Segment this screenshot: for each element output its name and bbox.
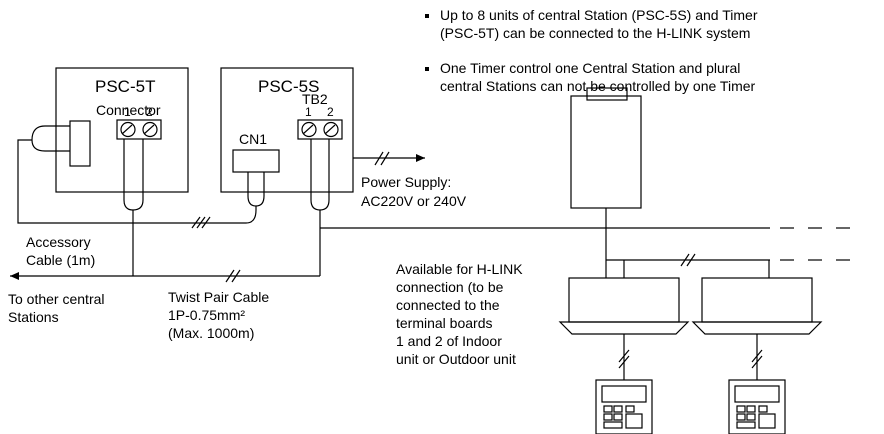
bullet-icon [425, 67, 429, 71]
remote-controller-2 [728, 379, 786, 434]
tb2-terminal-2-label: 2 [327, 105, 334, 119]
outdoor-unit [570, 95, 642, 209]
tb2-wire-pair [310, 139, 330, 211]
psc5t-wire-pair [123, 139, 144, 211]
psc5t-connector [69, 120, 91, 167]
tb2-terminal-2 [323, 121, 339, 138]
indoor-unit-1 [568, 277, 680, 323]
tb2-label: TB2 [302, 91, 328, 107]
hlink-note-line5: 1 and 2 of Indoor [396, 333, 502, 349]
remote-controller-1 [595, 379, 653, 434]
cn1-wire-pair [247, 172, 265, 207]
note1-line2: (PSC-5T) can be connected to the H-LINK … [440, 25, 750, 41]
psc5t-box [55, 67, 189, 193]
note2-line2: central Stations can not be controlled b… [440, 78, 756, 94]
twist-pair-label: Twist Pair Cable [168, 289, 269, 305]
tb2-terminal-block [297, 119, 343, 140]
indoor-unit-2 [701, 277, 813, 323]
psc5t-terminal-2-label: 2 [146, 105, 153, 119]
psc5t-terminal-2 [142, 121, 158, 138]
power-supply-voltage: AC220V or 240V [361, 193, 467, 209]
other-stations-line2: Stations [8, 309, 59, 325]
bullet-icon [425, 14, 429, 18]
psc5s-title: PSC-5S [258, 77, 319, 96]
psc5s-box [220, 67, 354, 193]
other-stations-line1: To other central [8, 291, 105, 307]
tb2-terminal-1-label: 1 [305, 105, 312, 119]
outdoor-unit-top [586, 87, 628, 101]
hlink-note-line1: Available for H-LINK [396, 261, 523, 277]
hlink-note-line2: connection (to be [396, 279, 504, 295]
psc5t-terminal-block [116, 119, 162, 140]
hlink-note-line4: terminal boards [396, 315, 493, 331]
cn1-label: CN1 [239, 131, 267, 147]
indoor-unit-1-panel [558, 321, 690, 335]
accessory-cable [17, 139, 257, 224]
hlink-note-line3: connected to the [396, 297, 500, 313]
cn1-connector [232, 149, 280, 173]
note1-line1: Up to 8 units of central Station (PSC-5S… [440, 7, 758, 23]
connector-loop [31, 125, 70, 152]
tb2-terminal-1 [301, 121, 317, 138]
hlink-note-line6: unit or Outdoor unit [396, 351, 516, 367]
accessory-cable-label: Accessory [26, 234, 91, 250]
connector-label: Connector [96, 102, 161, 118]
twist-pair-size: 1P-0.75mm² [168, 307, 245, 323]
psc5t-title: PSC-5T [95, 77, 155, 96]
psc5t-terminal-1-label: 1 [124, 105, 131, 119]
indoor-unit-2-panel [691, 321, 823, 335]
power-supply-label: Power Supply: [361, 174, 451, 190]
note2-line1: One Timer control one Central Station an… [440, 60, 740, 76]
twist-pair-max: (Max. 1000m) [168, 325, 254, 341]
accessory-cable-length: Cable (1m) [26, 252, 95, 268]
psc5t-terminal-1 [120, 121, 136, 138]
